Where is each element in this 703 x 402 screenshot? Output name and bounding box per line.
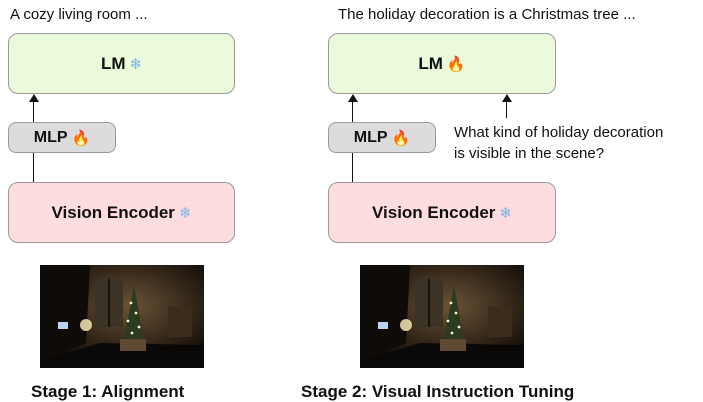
stage2-living-room-photo — [360, 265, 524, 368]
stage1-encoder-to-mlp-line — [33, 153, 34, 182]
stage2-title: Stage 2: Visual Instruction Tuning — [301, 382, 575, 401]
stage1-mlp-label: MLP — [33, 128, 68, 146]
stage1-vision-encoder-label: Vision Encoder — [51, 202, 175, 222]
stage1-output-text: A cozy living room ... — [10, 6, 148, 23]
stage2-vision-encoder-box: Vision Encoder ❄ — [328, 182, 556, 243]
stage2-instruction-text: What kind of holiday decoration is visib… — [454, 122, 703, 164]
stage2-mlp-box: MLP 🔥 — [328, 122, 436, 153]
stage2-output-text: The holiday decoration is a Christmas tr… — [338, 6, 636, 23]
stage2-instruction-line-2: is visible in the scene? — [454, 145, 605, 162]
stage2-encoder-to-mlp-line — [352, 153, 353, 182]
stage2-mlp-to-lm-arrow — [352, 100, 353, 122]
fire-icon: 🔥 — [446, 55, 466, 73]
stage2-lm-label: LM — [418, 53, 443, 73]
stage2-mlp-label: MLP — [353, 128, 388, 146]
fire-icon: 🔥 — [71, 129, 91, 147]
stage2-question-to-lm-arrow — [506, 100, 507, 118]
stage1-lm-box: LM ❄ — [8, 33, 235, 94]
snowflake-icon: ❄ — [178, 204, 192, 222]
stage1-vision-encoder-box: Vision Encoder ❄ — [8, 182, 235, 243]
stage2-arrowhead-lm — [348, 94, 358, 102]
stage1-arrowhead-lm — [29, 94, 39, 102]
stage1-mlp-box: MLP 🔥 — [8, 122, 116, 153]
stage2-vision-encoder-label: Vision Encoder — [371, 202, 496, 222]
stage2-lm-box: LM 🔥 — [328, 33, 556, 94]
fire-icon: 🔥 — [391, 129, 411, 147]
snowflake-icon: ❄ — [499, 204, 513, 222]
stage1-living-room-photo — [40, 265, 204, 368]
stage1-lm-label: LM — [100, 53, 126, 73]
snowflake-icon: ❄ — [129, 55, 143, 73]
stage2-instruction-line-1: What kind of holiday decoration — [454, 124, 664, 141]
stage1-mlp-to-lm-arrow — [33, 100, 34, 122]
stage1-title: Stage 1: Alignment — [31, 382, 185, 401]
stage2-arrowhead-question — [502, 94, 512, 102]
